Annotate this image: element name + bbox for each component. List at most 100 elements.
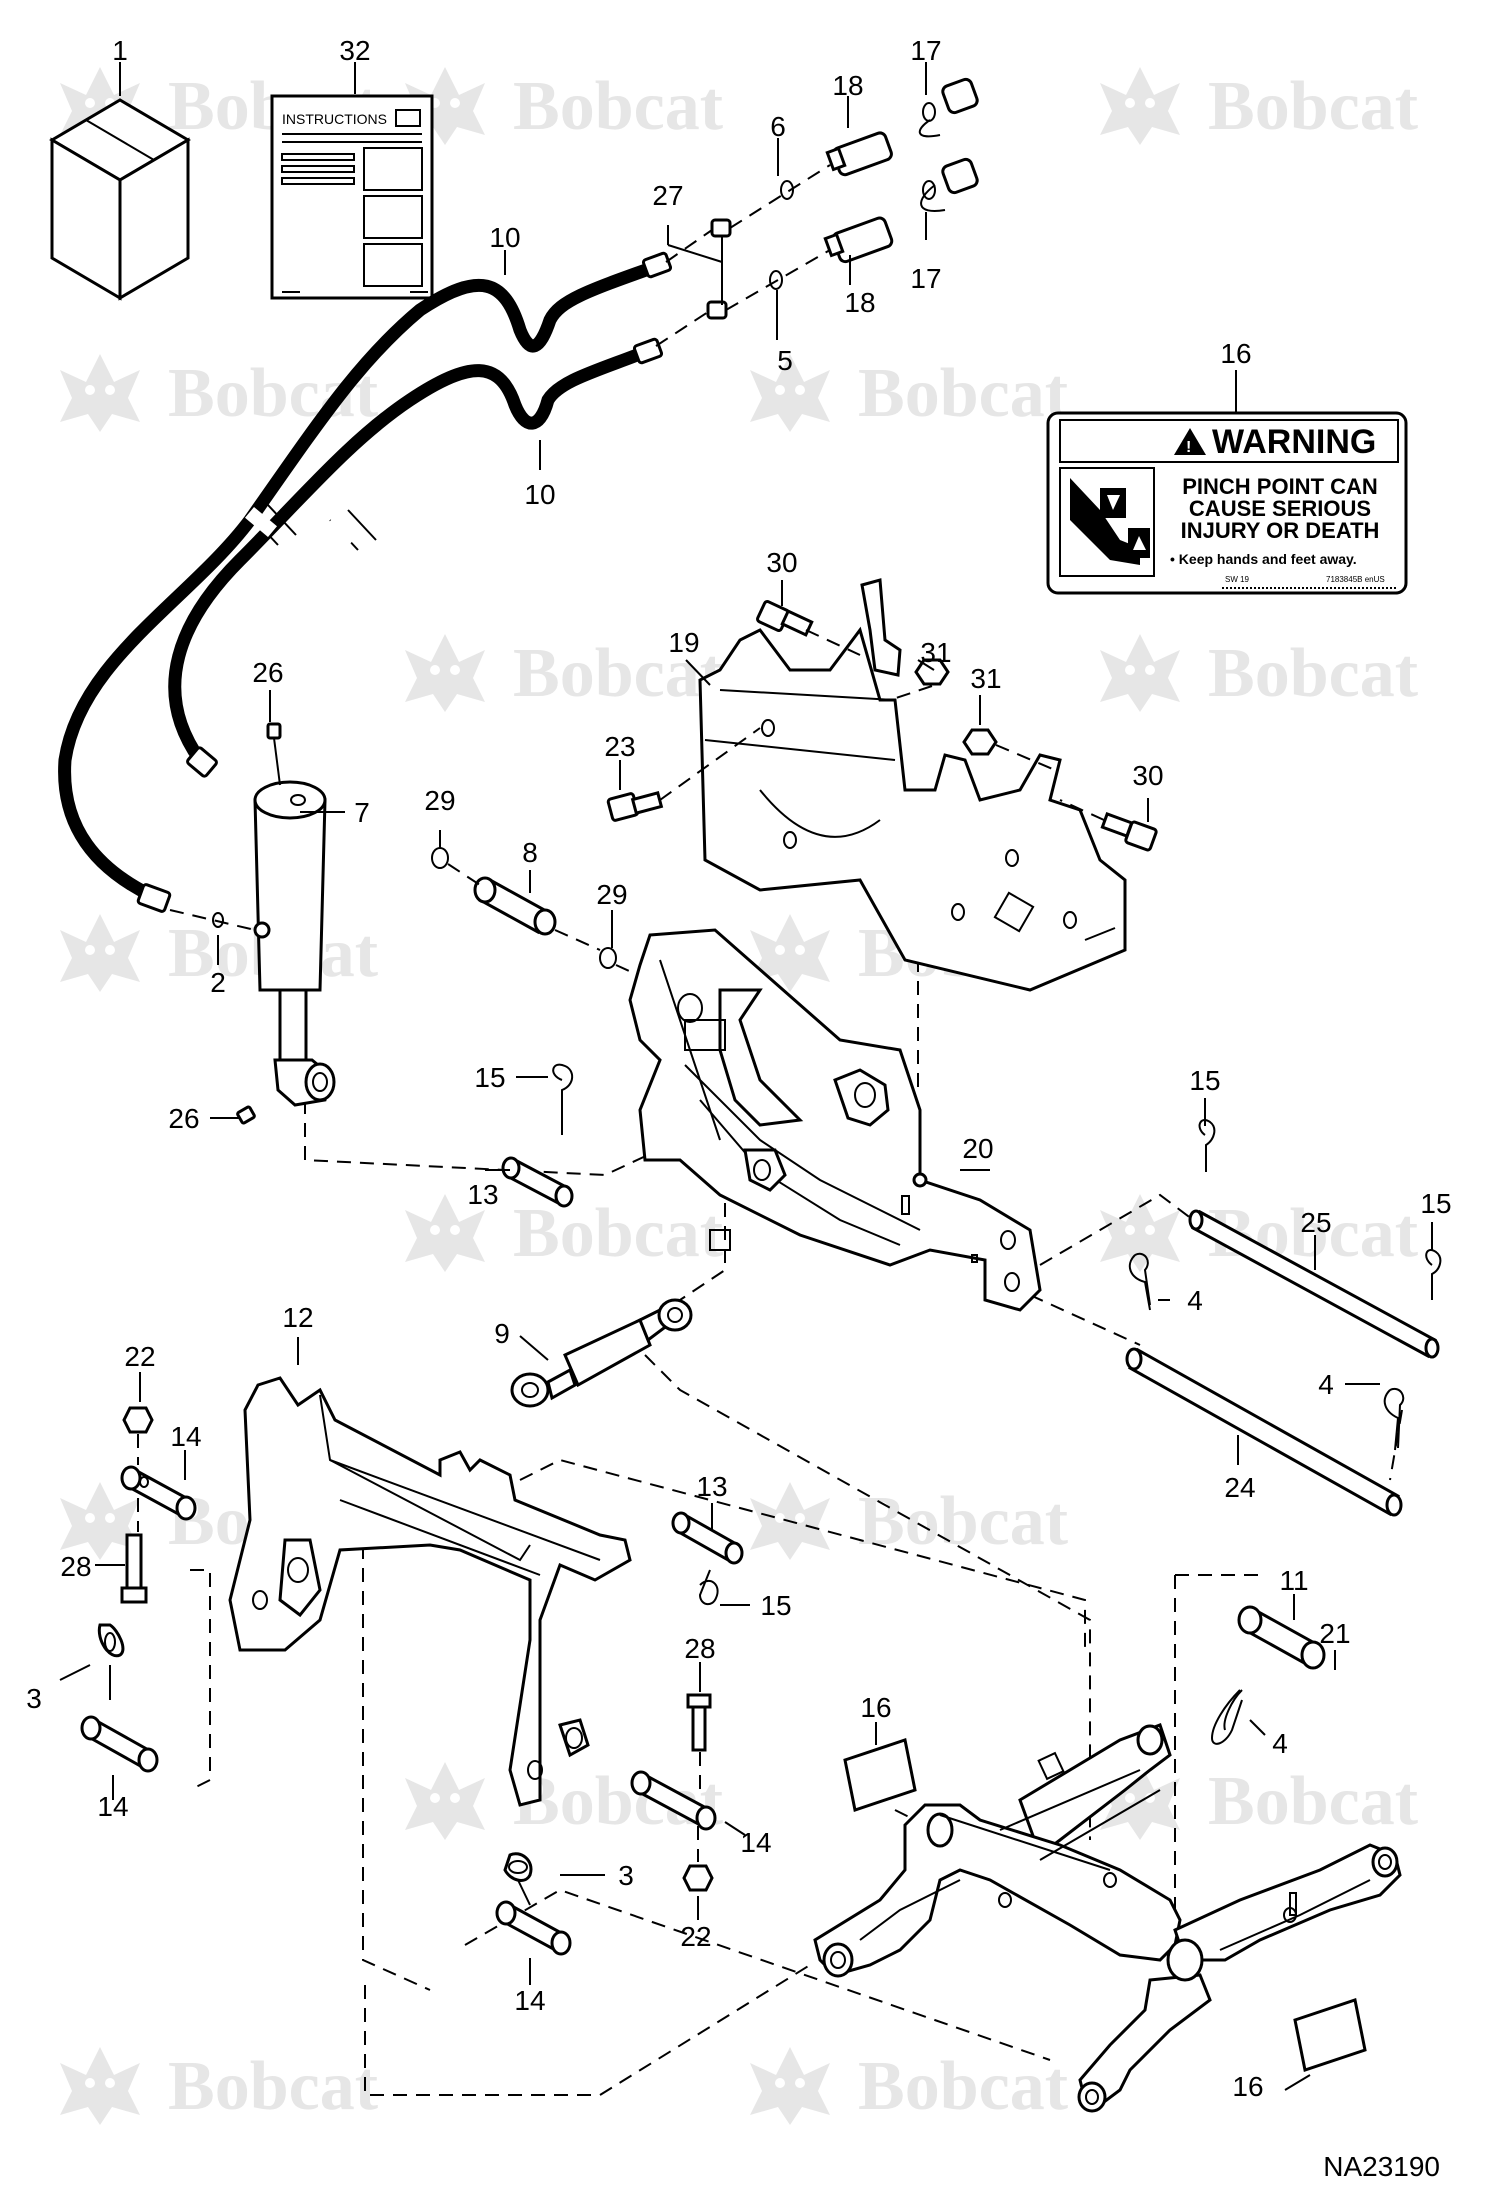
instructions-sheet: INSTRUCTIONS — [270, 94, 434, 300]
callout: 16 — [1220, 338, 1251, 369]
callout: 28 — [60, 1551, 91, 1582]
watermark: Bobcat — [1100, 67, 1418, 145]
pin-8 — [473, 876, 557, 936]
callout: 18 — [844, 287, 875, 318]
warning-triangle-icon — [1174, 428, 1206, 455]
pinch-hand-icon — [1059, 467, 1155, 577]
decal-16-mid — [843, 1738, 917, 1812]
callout: 22 — [124, 1341, 155, 1372]
callout: 5 — [777, 345, 793, 376]
rod-24 — [1125, 1347, 1403, 1517]
decal-code-left: SW 19 — [1225, 575, 1250, 584]
watermark: Bobcat — [405, 1194, 723, 1272]
pin-11 — [1237, 1605, 1326, 1670]
decal-line3: INJURY OR DEATH — [1181, 518, 1380, 543]
quick-coupler-upper — [825, 131, 893, 177]
svg-text:Bobcat: Bobcat — [858, 2048, 1068, 2125]
quick-coupler-lower — [823, 216, 894, 264]
callout: 30 — [1132, 760, 1163, 791]
callout: 19 — [668, 627, 699, 658]
decal-16-bottom — [1293, 1998, 1367, 2072]
drawing-id: NA23190 — [1323, 2151, 1440, 2182]
callout: 14 — [514, 1985, 545, 2016]
callout: 3 — [26, 1683, 42, 1714]
part-box-kit — [49, 98, 191, 301]
callout: 15 — [474, 1062, 505, 1093]
callout: 13 — [696, 1471, 727, 1502]
pin-13-lower — [671, 1511, 744, 1565]
callout: 7 — [354, 797, 370, 828]
callout: 1 — [112, 35, 128, 66]
decal-title: WARNING — [1212, 423, 1376, 461]
svg-text:Bobcat: Bobcat — [513, 635, 723, 712]
callout: 31 — [920, 637, 951, 668]
svg-text:Bobcat: Bobcat — [1208, 635, 1418, 712]
dust-cap-upper — [918, 77, 979, 138]
svg-text:Bobcat: Bobcat — [1208, 68, 1418, 145]
callout: 30 — [766, 547, 797, 578]
callout: 9 — [494, 1318, 510, 1349]
callout: 24 — [1224, 1472, 1255, 1503]
decal-bullet: • Keep hands and feet away. — [1170, 551, 1357, 567]
callout: 26 — [168, 1103, 199, 1134]
watermark: Bobcat — [750, 354, 1068, 432]
hydraulic-cylinder-7 — [169, 722, 336, 1125]
callout-labels: 1 32 17 18 6 27 10 17 18 5 10 16 30 19 3… — [26, 35, 1451, 2102]
callout: 12 — [282, 1302, 313, 1333]
callout: 31 — [970, 663, 1001, 694]
pin-14-lower-left — [80, 1715, 159, 1773]
decal-line2: CAUSE SERIOUS — [1189, 496, 1371, 521]
callout: 25 — [1300, 1207, 1331, 1238]
callout: 29 — [424, 785, 455, 816]
hair-pin-4-lower — [1383, 1387, 1405, 1451]
callout: 28 — [684, 1633, 715, 1664]
watermark: Bobcat — [1100, 1762, 1418, 1840]
bolts-group-upper — [606, 600, 1158, 852]
lynch-pin-3-mid — [503, 1852, 533, 1906]
nut-22-upper — [122, 1406, 154, 1434]
linch-pin-15-right — [1198, 1119, 1216, 1172]
callout: 18 — [832, 70, 863, 101]
callout: 32 — [339, 35, 370, 66]
callout: 10 — [524, 479, 555, 510]
bolt-28-mid — [686, 1693, 712, 1752]
o-ring-29-left — [431, 847, 449, 869]
warning-decal: ! WARNING PINCH POINT CAN CAUSE SERIOUS … — [1046, 411, 1408, 595]
watermark: Bobcat — [750, 1482, 1068, 1560]
callout: 14 — [97, 1791, 128, 1822]
callout: 2 — [210, 967, 226, 998]
svg-text:Bobcat: Bobcat — [858, 1483, 1068, 1560]
watermark: Bobcat — [750, 2047, 1068, 2125]
lynch-pin-3-left — [97, 1623, 125, 1700]
linch-pin-15-lower — [698, 1569, 719, 1606]
pin-14-lower-mid — [495, 1900, 572, 1956]
callout: 4 — [1187, 1285, 1203, 1316]
callout: 17 — [910, 35, 941, 66]
dust-cap-lower — [920, 157, 979, 212]
callout: 17 — [910, 263, 941, 294]
rod-25 — [1188, 1209, 1440, 1359]
watermark: Bobcat — [1100, 634, 1418, 712]
callout: 14 — [740, 1827, 771, 1858]
callout: 26 — [252, 657, 283, 688]
mount-bracket-19 — [698, 578, 1127, 992]
callout: 11 — [1279, 1565, 1308, 1596]
watermark: Bobcat — [405, 67, 723, 145]
decal-line1: PINCH POINT CAN — [1182, 474, 1378, 499]
callout: 8 — [522, 837, 538, 868]
callout: 29 — [596, 879, 627, 910]
callout: 27 — [652, 180, 683, 211]
watermark: Bobcat — [1100, 1194, 1418, 1272]
decal-code-right: 7183845B enUS — [1326, 575, 1385, 584]
callout: 21 — [1319, 1618, 1350, 1649]
callout: 10 — [489, 222, 520, 253]
svg-text:Bobcat: Bobcat — [513, 1195, 723, 1272]
callout: 23 — [604, 731, 635, 762]
svg-text:Bobcat: Bobcat — [858, 355, 1068, 432]
callout: 4 — [1272, 1728, 1288, 1759]
instructions-label: INSTRUCTIONS — [282, 111, 387, 127]
svg-text:Bobcat: Bobcat — [168, 2048, 378, 2125]
svg-text:Bobcat: Bobcat — [1208, 1195, 1418, 1272]
linch-pin-15-far-right — [1425, 1249, 1442, 1300]
